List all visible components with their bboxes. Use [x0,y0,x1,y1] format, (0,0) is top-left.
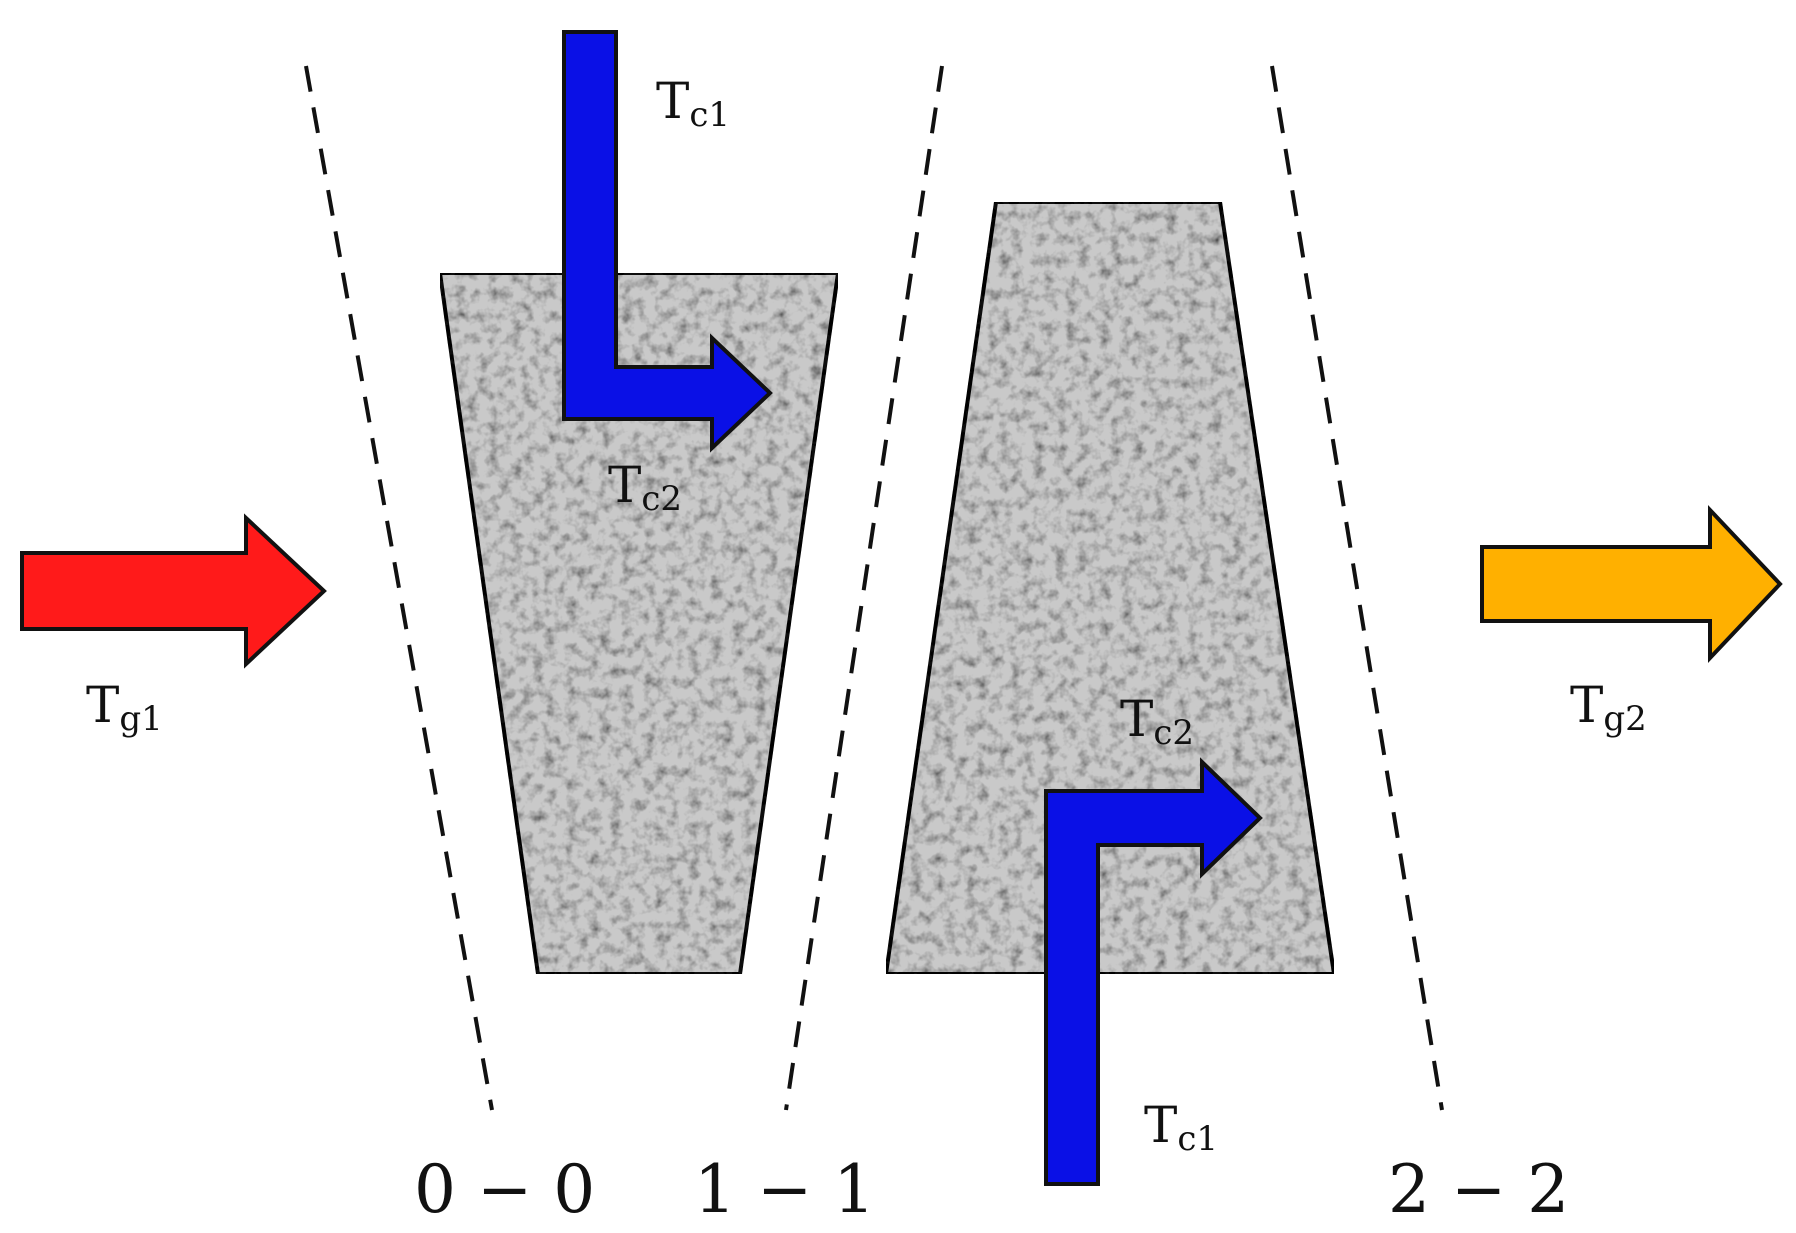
section-line-2-2 [1270,65,1444,1111]
section-label-0-0: 0 − 0 [414,1151,595,1228]
blade-2-coolant-arrow [1044,757,1263,1186]
blade-1-coolant-arrow [562,30,773,453]
blade-1-coolant-in-label: Tc1 [656,72,730,135]
blade-1-coolant-out-label: Tc2 [608,456,682,519]
blade-1-trapezoid [437,271,841,976]
section-label-1-1: 1 − 1 [694,1151,875,1228]
blade-2-coolant-out-label: Tc2 [1120,690,1194,753]
section-label-2-2: 2 − 2 [1388,1151,1569,1228]
gas-inlet-label: Tg1 [86,676,163,739]
blade-2-trapezoid [883,200,1337,976]
section-line-0-0 [304,65,494,1111]
gas-outlet-arrow [1480,504,1783,664]
section-line-1-1 [784,65,944,1111]
gas-inlet-arrow [20,513,327,669]
gas-outlet-label: Tg2 [1570,676,1647,739]
blade-2-coolant-in-label: Tc1 [1144,1096,1218,1159]
